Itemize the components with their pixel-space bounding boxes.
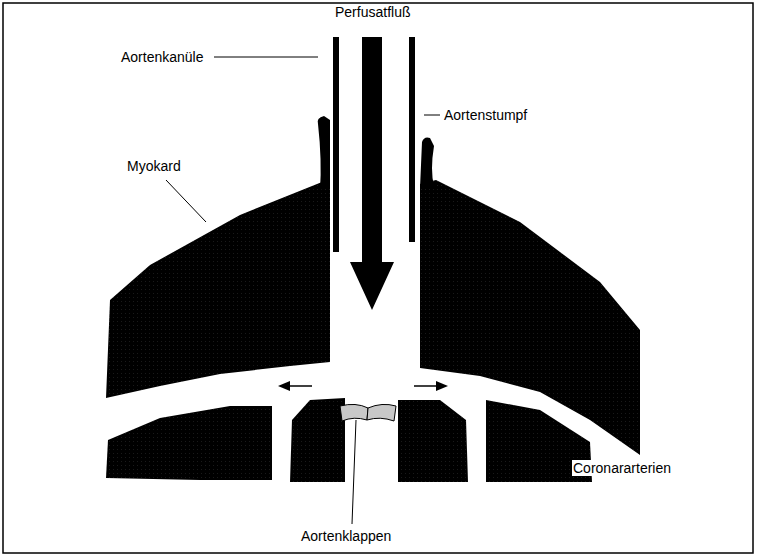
arrowhead-right [436, 381, 448, 391]
stump-label: Aortenstumpf [443, 107, 528, 123]
myocard-label: Myokard [126, 158, 182, 174]
myocard-lower-left [106, 406, 272, 480]
leader-myocard [166, 180, 206, 222]
flow-right [414, 385, 438, 387]
myocard-lower-center-left [290, 398, 345, 482]
leader-coronary [546, 450, 570, 464]
myocard-lower-center-right [398, 400, 468, 482]
flow-arrow [350, 37, 394, 310]
arrowhead-left [278, 381, 290, 391]
cannula-wall-right [409, 37, 415, 242]
valve-cusp-left [340, 404, 368, 421]
leader-lines [166, 57, 570, 524]
cannula-label: Aortenkanüle [120, 49, 205, 65]
aortic-valves [340, 404, 396, 421]
valves-label: Aortenklappen [300, 528, 392, 544]
aortic-stump-left [318, 116, 330, 190]
leader-stump [424, 115, 440, 116]
leader-cannula [214, 57, 318, 58]
leader-valves [352, 420, 356, 524]
flow-label: Perfusatfluß [334, 4, 411, 20]
coronary-label: Coronararterien [572, 460, 672, 476]
flow-left [288, 385, 312, 387]
coronary-flow-arrows [278, 381, 448, 391]
valve-cusp-right [367, 404, 396, 421]
myocard-upper-left [106, 178, 330, 398]
frame [3, 3, 753, 553]
aortic-stump-right [420, 138, 434, 189]
cannula-wall-left [333, 37, 339, 252]
